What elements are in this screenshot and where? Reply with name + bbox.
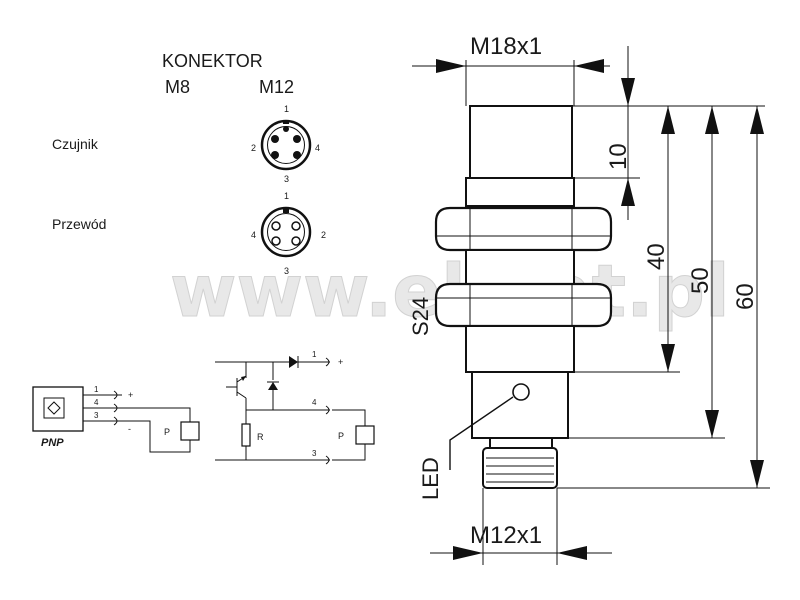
cable-label: Przewód: [52, 216, 106, 232]
wrench-size-label: S24: [408, 297, 433, 336]
pnp-load-label: P: [164, 427, 170, 437]
pnp-circuit: PNP 1 4 3 + - P: [32, 385, 200, 453]
connector-m12-label: M12: [259, 77, 294, 97]
sensor-pin-1: 1: [284, 104, 289, 114]
sensor-body: [434, 105, 613, 489]
rc-pin-3: 3: [312, 449, 317, 458]
led-label: LED: [418, 457, 443, 500]
pnp-minus: -: [128, 424, 131, 434]
sensor-pin-3: 3: [284, 174, 289, 184]
sensor-pinout: 1 2 3 4: [251, 104, 320, 184]
sensor-pin-2: 2: [251, 143, 256, 153]
dim-60-label: 60: [732, 283, 759, 310]
dim-40-label: 40: [643, 243, 670, 270]
pnp-pin-1: 1: [94, 385, 99, 394]
cable-pin-3: 3: [284, 266, 289, 276]
dim-50-label: 50: [687, 267, 714, 294]
rc-pin-4: 4: [312, 398, 317, 407]
pnp-pin-4: 4: [94, 398, 99, 407]
dim-10-label: 10: [605, 143, 632, 170]
connector-m8-label: M8: [165, 77, 190, 97]
cable-pin-2: 2: [321, 230, 326, 240]
connector-title: KONEKTOR: [162, 51, 263, 71]
cable-pin-1: 1: [284, 191, 289, 201]
pnp-pin-3: 3: [94, 411, 99, 420]
cable-pinout: 1 2 3 4: [251, 191, 326, 276]
dim-40: 40: [574, 106, 680, 373]
led-leader: [449, 396, 514, 470]
cable-pin-4: 4: [251, 230, 256, 240]
rc-resistor-label: R: [257, 432, 264, 442]
rc-load-label: P: [338, 431, 344, 441]
thread-top-label: M18x1: [470, 33, 542, 60]
dim-10: 10: [572, 46, 640, 220]
thread-bottom-label: M12x1: [470, 522, 542, 549]
rc-pin-1: 1: [312, 350, 317, 359]
rc-plus: +: [338, 357, 343, 367]
sensor-pin-4: 4: [315, 143, 320, 153]
pnp-label: PNP: [41, 437, 64, 449]
dim-m12: M12x1: [430, 488, 612, 565]
sensor-label: Czujnik: [52, 136, 99, 152]
dim-50: 50: [568, 106, 725, 439]
internal-circuit: 1 + 4 R 3 P: [215, 350, 375, 465]
pnp-plus: +: [128, 390, 133, 400]
dim-m18: M18x1: [412, 33, 610, 106]
dim-60: 60: [557, 106, 770, 489]
